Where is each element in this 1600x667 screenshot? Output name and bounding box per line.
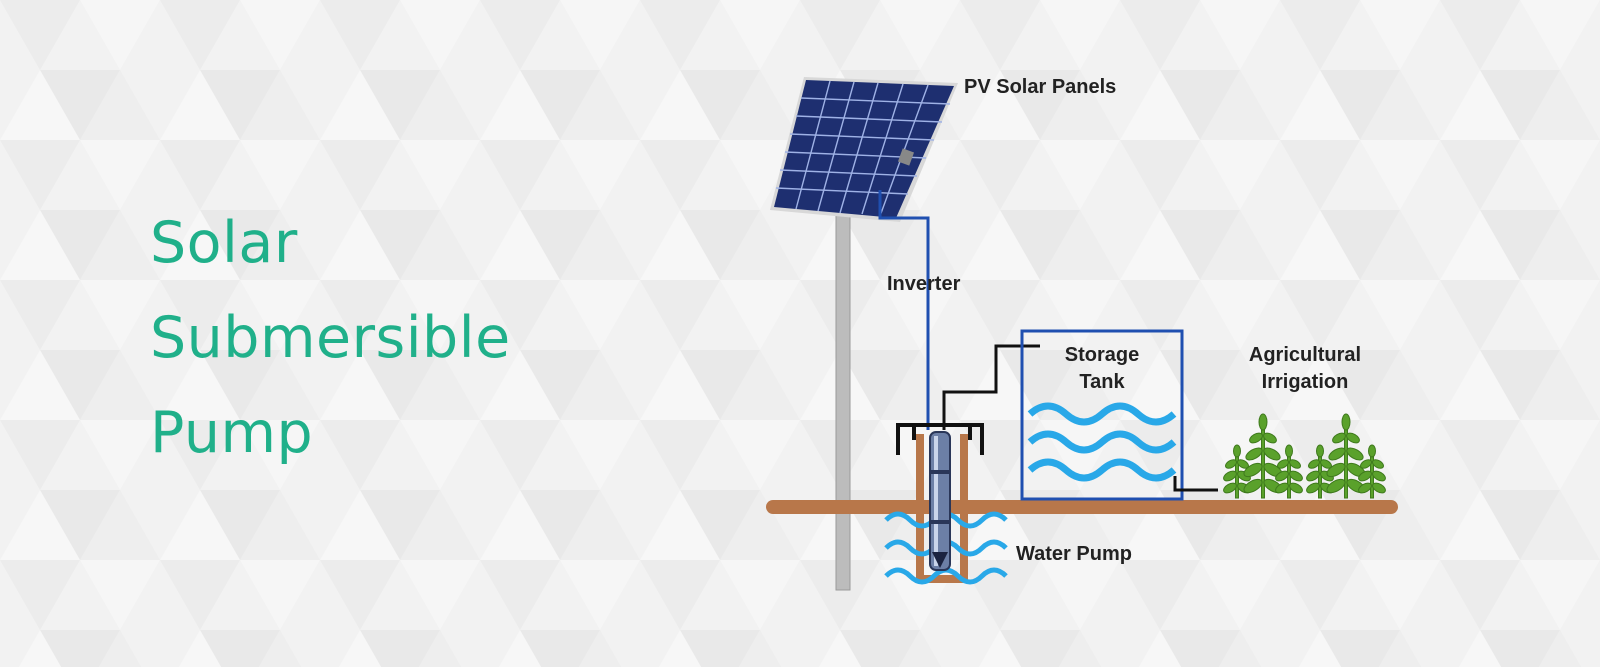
label-storage-line-2: Tank: [1079, 371, 1125, 393]
label-storage-line-1: Storage: [1065, 344, 1139, 366]
ground-line: [766, 500, 1398, 514]
label-irrigation-line-2: Irrigation: [1262, 371, 1349, 393]
well-cap: [896, 423, 984, 455]
label-water-pump: Water Pump: [1016, 543, 1132, 565]
label-pv-solar-panels: PV Solar Panels: [964, 76, 1116, 98]
title-line-2: Submersible: [150, 305, 511, 371]
solar-panel-icon: [770, 77, 958, 222]
title-line-3: Pump: [150, 400, 314, 466]
tank-water-waves: [1027, 402, 1177, 482]
storage-tank: [1020, 329, 1184, 501]
title-line-1: Solar: [150, 210, 298, 276]
inverter-wire: [878, 190, 930, 430]
label-irrigation-line-1: Agricultural: [1249, 344, 1361, 366]
irrigation-pipe: [1173, 476, 1218, 492]
outlet-pipe: [942, 344, 1040, 430]
water-pump-icon: [929, 431, 951, 571]
label-inverter: Inverter: [887, 273, 961, 295]
plant-icon-group: [1223, 413, 1386, 499]
page-title: Solar Submersible Pump: [150, 196, 511, 481]
well-casing: [916, 434, 968, 583]
panel-pole: [835, 204, 851, 591]
